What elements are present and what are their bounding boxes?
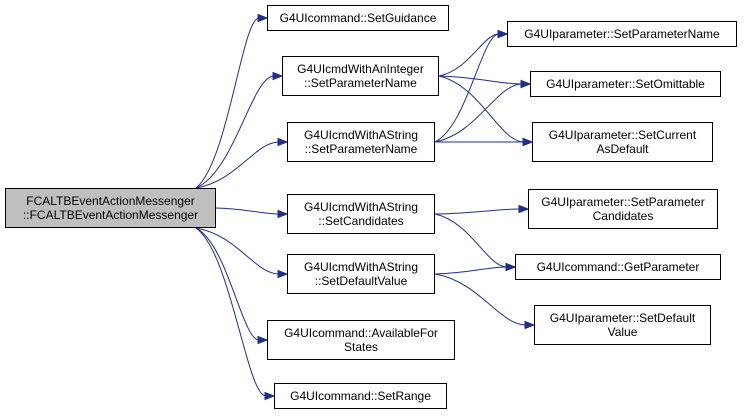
node-str-set-candidates[interactable]: G4UIcmdWithAString::SetCandidates <box>287 194 435 234</box>
node-label-line: G4UIparameter::SetDefault <box>549 311 696 325</box>
node-label-line: G4UIcmdWithAString <box>303 260 419 274</box>
node-label-line: G4UIparameter::SetOmittable <box>546 77 705 91</box>
node-label-line: G4UIcommand::SetGuidance <box>279 11 437 25</box>
node-label-line: AsDefault <box>596 142 649 156</box>
edge-arrowhead <box>264 391 276 401</box>
edge-strSetDefaultValue-to-paramSetDefaultValue <box>434 273 527 326</box>
node-str-set-default-value[interactable]: G4UIcmdWithAString::SetDefaultValue <box>287 254 435 294</box>
edge-arrowhead <box>505 262 517 272</box>
node-param-set-parameter-name[interactable]: G4UIparameter::SetParameterName <box>507 21 737 47</box>
node-label-line: ::FCALTBEventActionMessenger <box>22 208 199 222</box>
node-label-line: G4UIparameter::SetCurrent <box>548 128 697 142</box>
node-set-range[interactable]: G4UIcommand::SetRange <box>274 383 447 409</box>
edge-strSetParamName-to-paramSetParameterName <box>434 33 500 143</box>
edge-arrowhead <box>257 13 269 23</box>
edge-arrowhead <box>522 137 534 147</box>
node-label-line: Candidates <box>592 209 654 223</box>
edge-intSetParamName-to-paramSetParameterName <box>438 33 500 77</box>
edge-root-to-intSetParamName <box>195 75 275 189</box>
edge-arrowhead <box>257 335 269 345</box>
node-set-guidance[interactable]: G4UIcommand::SetGuidance <box>267 5 449 31</box>
node-label-line: G4UIcommand::GetParameter <box>536 260 700 274</box>
edge-arrowhead <box>518 204 530 214</box>
edge-intSetParamName-to-paramSetCurrentAsDefault <box>438 75 525 143</box>
edge-strSetCandidates-to-cmdGetParameter <box>434 213 508 268</box>
node-label-line: Value <box>607 325 638 339</box>
edge-root-to-setRange <box>195 227 267 397</box>
edge-arrowhead <box>277 209 289 219</box>
node-label-line: States <box>343 340 379 354</box>
node-label-line: ::SetCandidates <box>318 214 404 228</box>
node-label-line: G4UIcommand::SetRange <box>290 389 431 403</box>
node-cmd-get-parameter[interactable]: G4UIcommand::GetParameter <box>515 254 721 280</box>
node-label-line: G4UIcmdWithAString <box>303 200 419 214</box>
node-label-line: G4UIparameter::SetParameterName <box>524 27 720 41</box>
edge-arrowhead <box>497 29 509 39</box>
node-int-set-param-name[interactable]: G4UIcmdWithAnInteger::SetParameterName <box>282 56 439 96</box>
edge-arrowhead <box>524 320 536 330</box>
edge-arrowhead <box>272 71 284 81</box>
edge-intSetParamName-to-paramSetOmittable <box>438 75 523 85</box>
edge-arrowhead <box>277 137 289 147</box>
node-label-line: ::SetDefaultValue <box>314 274 408 288</box>
node-label-line: FCALTBEventActionMessenger <box>26 194 195 208</box>
edge-root-to-setGuidance <box>195 17 260 189</box>
node-str-set-param-name[interactable]: G4UIcmdWithAString::SetParameterName <box>287 122 435 162</box>
node-label-line: G4UIcmdWithAnInteger <box>297 62 424 76</box>
edge-strSetDefaultValue-to-cmdGetParameter <box>434 266 508 275</box>
node-root: FCALTBEventActionMessenger::FCALTBEventA… <box>5 188 216 228</box>
edge-arrowhead <box>277 269 289 279</box>
node-label-line: G4UIcmdWithAString <box>303 128 419 142</box>
node-label-line: ::SetParameterName <box>304 76 417 90</box>
node-label-line: G4UIcommand::AvailableFor <box>284 326 438 340</box>
edge-root-to-strSetParamName <box>195 141 280 189</box>
edge-root-to-strSetCandidates <box>215 207 280 215</box>
node-label-line: ::SetParameterName <box>304 142 418 156</box>
edge-strSetParamName-to-paramSetOmittable <box>434 83 523 143</box>
edge-root-to-availableForStates <box>195 227 260 341</box>
edge-strSetCandidates-to-paramSetParameterCandidates <box>434 208 521 215</box>
edge-root-to-strSetDefaultValue <box>195 227 280 275</box>
edge-arrowhead <box>520 79 532 89</box>
node-label-line: G4UIparameter::SetParameter <box>541 195 705 209</box>
node-param-set-omittable[interactable]: G4UIparameter::SetOmittable <box>530 71 721 97</box>
